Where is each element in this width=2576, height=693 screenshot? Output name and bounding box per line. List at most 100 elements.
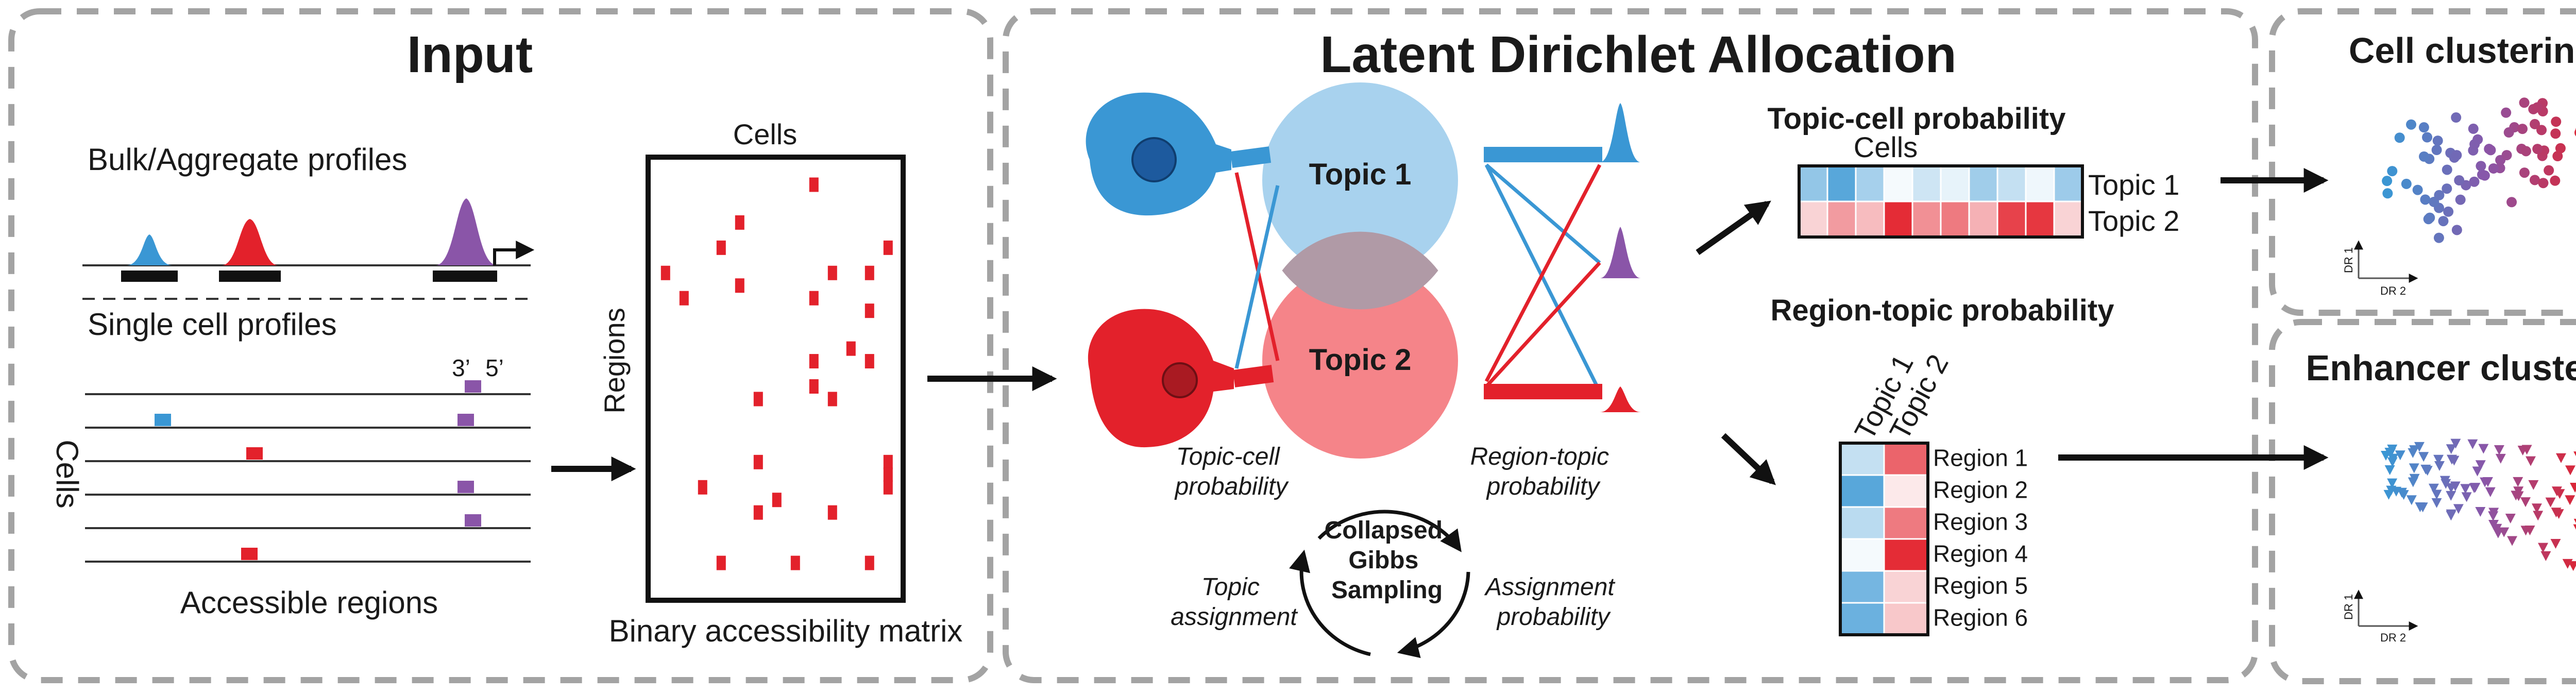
region-topic2-value xyxy=(1883,442,1929,476)
enhancer-point xyxy=(2408,477,2418,487)
matrix-entry xyxy=(735,215,744,230)
region-label: Region 6 xyxy=(1933,604,2028,631)
enhancer-point xyxy=(2505,513,2516,523)
enhancer-point xyxy=(2540,551,2551,561)
topic1-cell-value xyxy=(1996,165,2027,202)
matrix-entry xyxy=(809,177,819,192)
enhancer-point xyxy=(2467,439,2478,449)
panel-borders xyxy=(8,8,2576,684)
matrix-entries xyxy=(660,177,893,570)
input-title: Input xyxy=(407,26,533,83)
topic2-cell-value xyxy=(2025,200,2055,238)
blue-cell-nucleus xyxy=(1131,137,1177,182)
cell-point xyxy=(2550,175,2561,186)
cell-dr1-label: DR 1 xyxy=(2342,247,2355,273)
edge-topic1-purple-region xyxy=(1485,163,1601,264)
cell-point xyxy=(2552,151,2563,162)
matrix-entry xyxy=(883,480,893,495)
matrix-entry xyxy=(865,303,874,318)
enhancer-umap-points xyxy=(2381,438,2576,571)
enhancer-point xyxy=(2507,536,2518,546)
enhancer-point xyxy=(2513,491,2524,501)
cell-point xyxy=(2412,184,2423,195)
cell-point xyxy=(2443,206,2454,217)
cell-point xyxy=(2551,116,2562,127)
enhancer-clustering-title: Enhancer clustering xyxy=(2306,348,2576,388)
topic-2-circle xyxy=(1262,263,1458,459)
topic2-cell-value xyxy=(1996,200,2027,238)
enhancer-point xyxy=(2573,518,2576,523)
five-prime-label: 5’ xyxy=(485,354,504,381)
topic-assignment-label: Topic assignment xyxy=(1171,573,1298,631)
to-region-topic-arrow xyxy=(1721,433,1776,485)
region-topic2-value xyxy=(1883,506,1929,540)
topic1-cell-value xyxy=(2053,165,2083,202)
topic-1-label: Topic 1 xyxy=(1309,158,1412,191)
enhancer-point xyxy=(2434,461,2445,471)
cell-point xyxy=(2451,225,2462,235)
enhancer-point xyxy=(2533,511,2544,521)
edge-red-to-topic1 xyxy=(1234,185,1280,369)
red-cell-nucleus xyxy=(1162,362,1198,398)
cycle-arc-top xyxy=(1317,510,1462,552)
enhancer-dr-axes xyxy=(2354,589,2418,631)
cell-clustering-panel xyxy=(2269,8,2576,316)
cell-point xyxy=(2519,97,2530,108)
enhancer-point xyxy=(2573,451,2576,457)
topic1-cell-value xyxy=(1826,165,1857,202)
bulk-peak-red xyxy=(222,219,278,265)
enhancer-point xyxy=(2494,445,2504,455)
accessible-regions-label: Accessible regions xyxy=(180,585,438,620)
matrix-entry xyxy=(809,379,819,394)
cell-point xyxy=(2401,178,2412,189)
region-topic2-value xyxy=(1883,474,1929,508)
topic2-cell-value xyxy=(1855,200,1885,238)
edge-topic1-red-region xyxy=(1484,164,1602,393)
cycle-arc-right xyxy=(1397,571,1470,658)
enhancer-point xyxy=(2521,445,2532,455)
enhancer-point xyxy=(2414,442,2425,452)
region-label: Region 5 xyxy=(1933,572,2028,599)
enhancer-point xyxy=(2417,502,2428,513)
to-topic-cell-arrow xyxy=(1696,200,1771,255)
bulk-profiles-label: Bulk/Aggregate profiles xyxy=(88,142,407,177)
enhancer-point xyxy=(2565,495,2575,505)
region-topic-probability-label: Region-topic probability xyxy=(1470,443,1616,500)
enhancer-point xyxy=(2475,460,2486,470)
enh-dr1-label: DR 1 xyxy=(2342,594,2355,620)
cell-point xyxy=(2433,232,2444,243)
topic2-cell-value xyxy=(1940,200,1970,238)
cell-point xyxy=(2529,175,2540,185)
cell-point xyxy=(2422,132,2433,143)
region-topic1-value xyxy=(1839,570,1885,604)
matrix-caption: Binary accessibility matrix xyxy=(609,614,963,648)
enhancer-point xyxy=(2469,483,2480,494)
cell-point xyxy=(2517,124,2528,134)
matrix-entry xyxy=(679,291,689,306)
tss-arrow xyxy=(493,241,535,265)
cell-point xyxy=(2506,197,2517,208)
cell-point xyxy=(2488,163,2499,174)
cell-point xyxy=(2438,216,2449,227)
region-topic1-value xyxy=(1839,474,1885,508)
single-cell-tracks xyxy=(85,393,531,563)
region-topic1-value xyxy=(1839,602,1885,636)
enhancer-point xyxy=(2573,524,2576,530)
enhancer-point xyxy=(2446,491,2456,501)
topic-overlap xyxy=(1282,231,1438,310)
enhancer-point xyxy=(2387,444,2398,454)
enhancer-point xyxy=(2453,504,2464,514)
cell-point xyxy=(2382,176,2393,187)
matrix-entry xyxy=(865,354,874,369)
cell-point xyxy=(2501,107,2512,118)
enhancer-point xyxy=(2422,466,2433,476)
matrix-cells-label: Cells xyxy=(733,118,797,150)
cell-point xyxy=(2532,144,2543,155)
enhancer-point xyxy=(2406,495,2417,505)
cell-point xyxy=(2419,151,2430,162)
edge-topic2-blue-region xyxy=(1484,164,1602,382)
cell-point xyxy=(2532,102,2543,113)
region-peak-blue xyxy=(1600,103,1641,162)
fragment-red xyxy=(241,548,258,560)
